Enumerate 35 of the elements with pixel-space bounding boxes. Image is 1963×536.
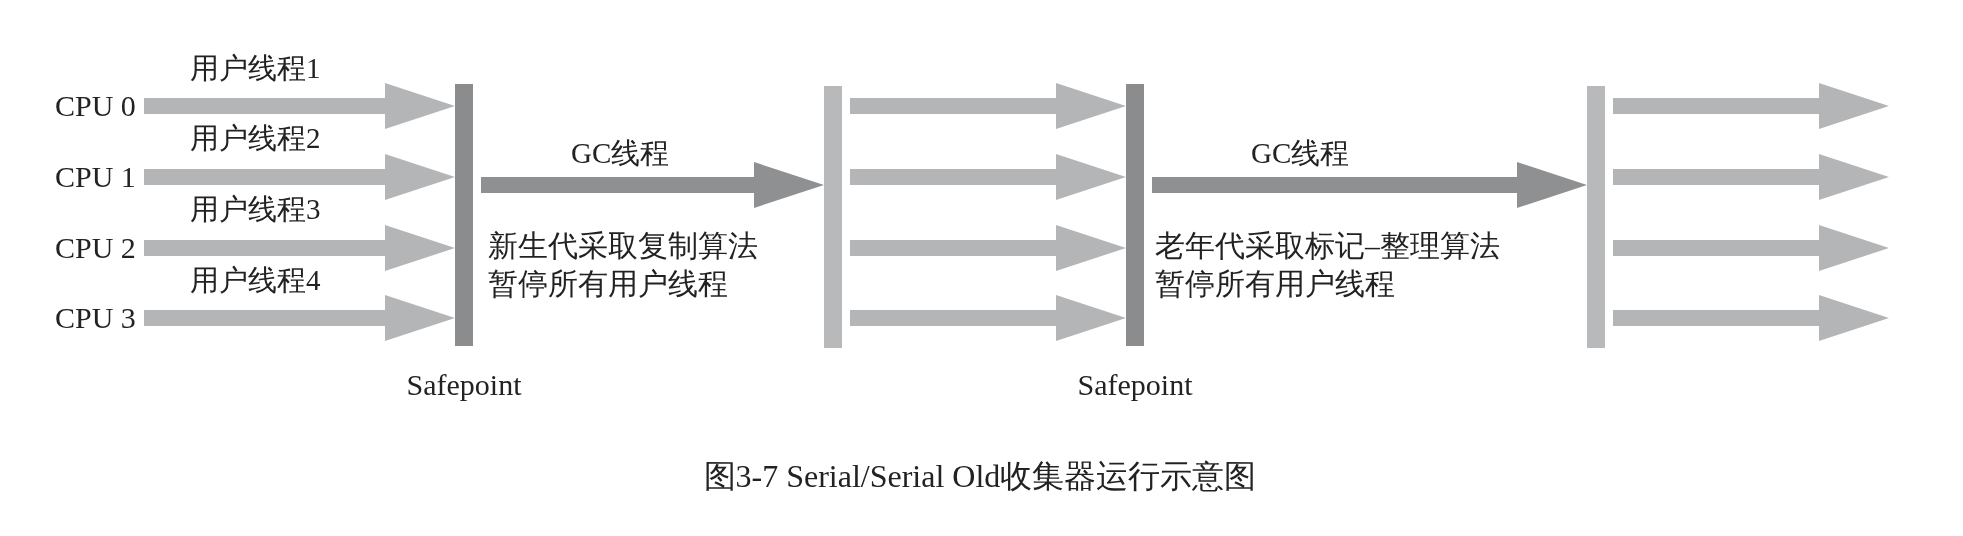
cpu-label: CPU 3 xyxy=(55,301,136,335)
safepoint-label: Safepoint xyxy=(406,368,522,402)
caption: 图3-7 Serial/Serial Old收集器运行示意图 xyxy=(703,458,1257,494)
arrow xyxy=(1613,295,1889,341)
edge-label: GC线程 xyxy=(571,137,670,169)
edge-label: 用户线程3 xyxy=(190,193,321,225)
cpu-label: CPU 0 xyxy=(55,89,136,123)
note-text: 暂停所有用户线程 xyxy=(1155,266,1395,302)
arrow xyxy=(144,83,455,129)
arrow xyxy=(144,225,455,271)
arrow xyxy=(1152,162,1587,208)
arrow xyxy=(850,225,1126,271)
cpu-label: CPU 2 xyxy=(55,231,136,265)
safepoint-bar xyxy=(1587,86,1605,348)
arrow xyxy=(850,154,1126,200)
arrow xyxy=(144,154,455,200)
cpu-label: CPU 1 xyxy=(55,160,136,194)
arrow xyxy=(850,295,1126,341)
edge-label: 用户线程4 xyxy=(190,264,321,296)
note-text: 暂停所有用户线程 xyxy=(488,266,728,302)
edge-label: 用户线程1 xyxy=(190,52,321,84)
safepoint-bar xyxy=(455,84,473,346)
note-text: 老年代采取标记–整理算法 xyxy=(1155,228,1500,264)
arrow xyxy=(144,295,455,341)
safepoint-bar xyxy=(1126,84,1144,346)
arrow xyxy=(1613,225,1889,271)
arrow xyxy=(1613,83,1889,129)
safepoint-bar xyxy=(824,86,842,348)
edge-label: 用户线程2 xyxy=(190,122,321,154)
safepoint-label: Safepoint xyxy=(1077,368,1193,402)
arrow xyxy=(481,162,824,208)
note-text: 新生代采取复制算法 xyxy=(488,228,758,264)
arrow xyxy=(1613,154,1889,200)
edge-label: GC线程 xyxy=(1251,137,1350,169)
arrow xyxy=(850,83,1126,129)
